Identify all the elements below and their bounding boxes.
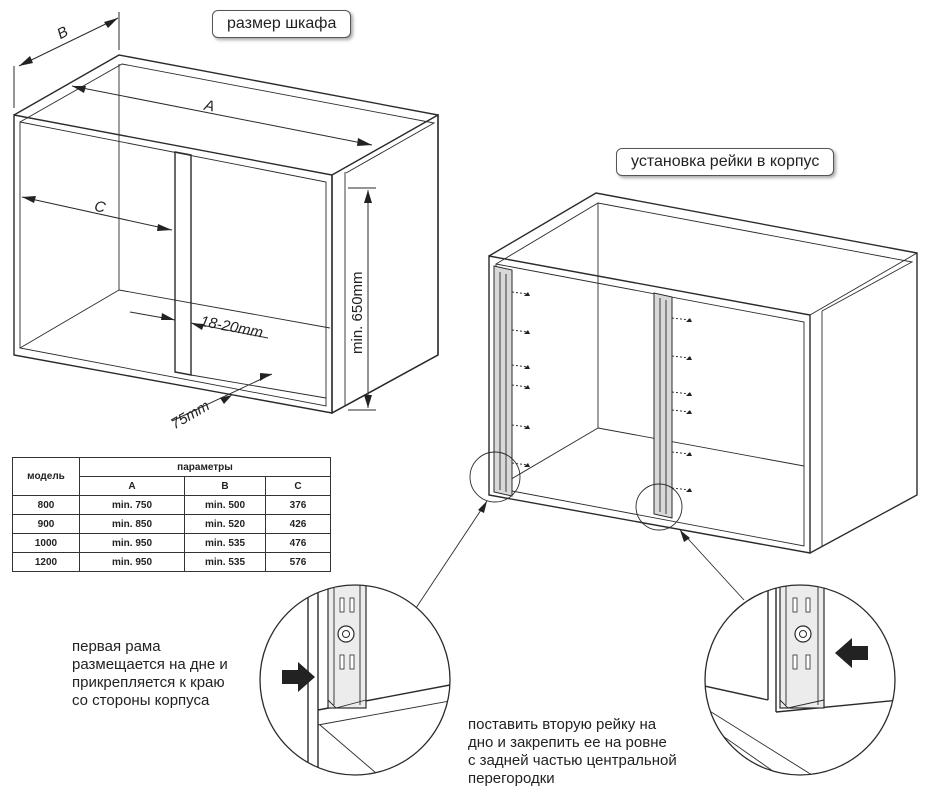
dim-a-label: A [202, 97, 216, 116]
dim-b-label: B [54, 23, 71, 43]
cabinet-size-title: размер шкафа [212, 10, 352, 38]
parameters-table: модель параметры A B C 800 min. 750 min.… [12, 457, 331, 572]
table-row: 800 min. 750 min. 500 376 [12, 495, 331, 515]
dim-height-label: min. 650mm [349, 271, 366, 354]
dim-offset-label: 75mm [168, 397, 213, 433]
note-first-frame: первая рама размещается на дне и прикреп… [72, 638, 228, 709]
table-row: 900 min. 850 min. 520 426 [12, 514, 331, 534]
table-col-c: C [265, 476, 331, 496]
rail-install-drawing [411, 192, 918, 615]
screw-markers-rail-1 [511, 291, 529, 466]
table-row: 1200 min. 950 min. 535 576 [12, 552, 331, 572]
dim-partition-label: 18-20mm [199, 313, 264, 342]
rail-install-title: установка рейки в корпус [616, 148, 835, 176]
table-col-a: A [79, 476, 185, 496]
cabinet-size-drawing: B A C min. 650mm 18-20mm 75mm [13, 12, 439, 433]
table-col-b: B [184, 476, 266, 496]
table-row: 1000 min. 950 min. 535 476 [12, 533, 331, 553]
dim-c-label: C [93, 198, 107, 217]
table-header-params: параметры [79, 457, 331, 477]
screw-markers-rail-2 [671, 317, 691, 491]
note-second-rail: поставить вторую рейку на дно и закрепит… [468, 716, 677, 787]
table-header-model: модель [12, 457, 80, 496]
zoom-detail-second-rail [705, 585, 895, 775]
zoom-detail-first-frame [260, 585, 450, 775]
